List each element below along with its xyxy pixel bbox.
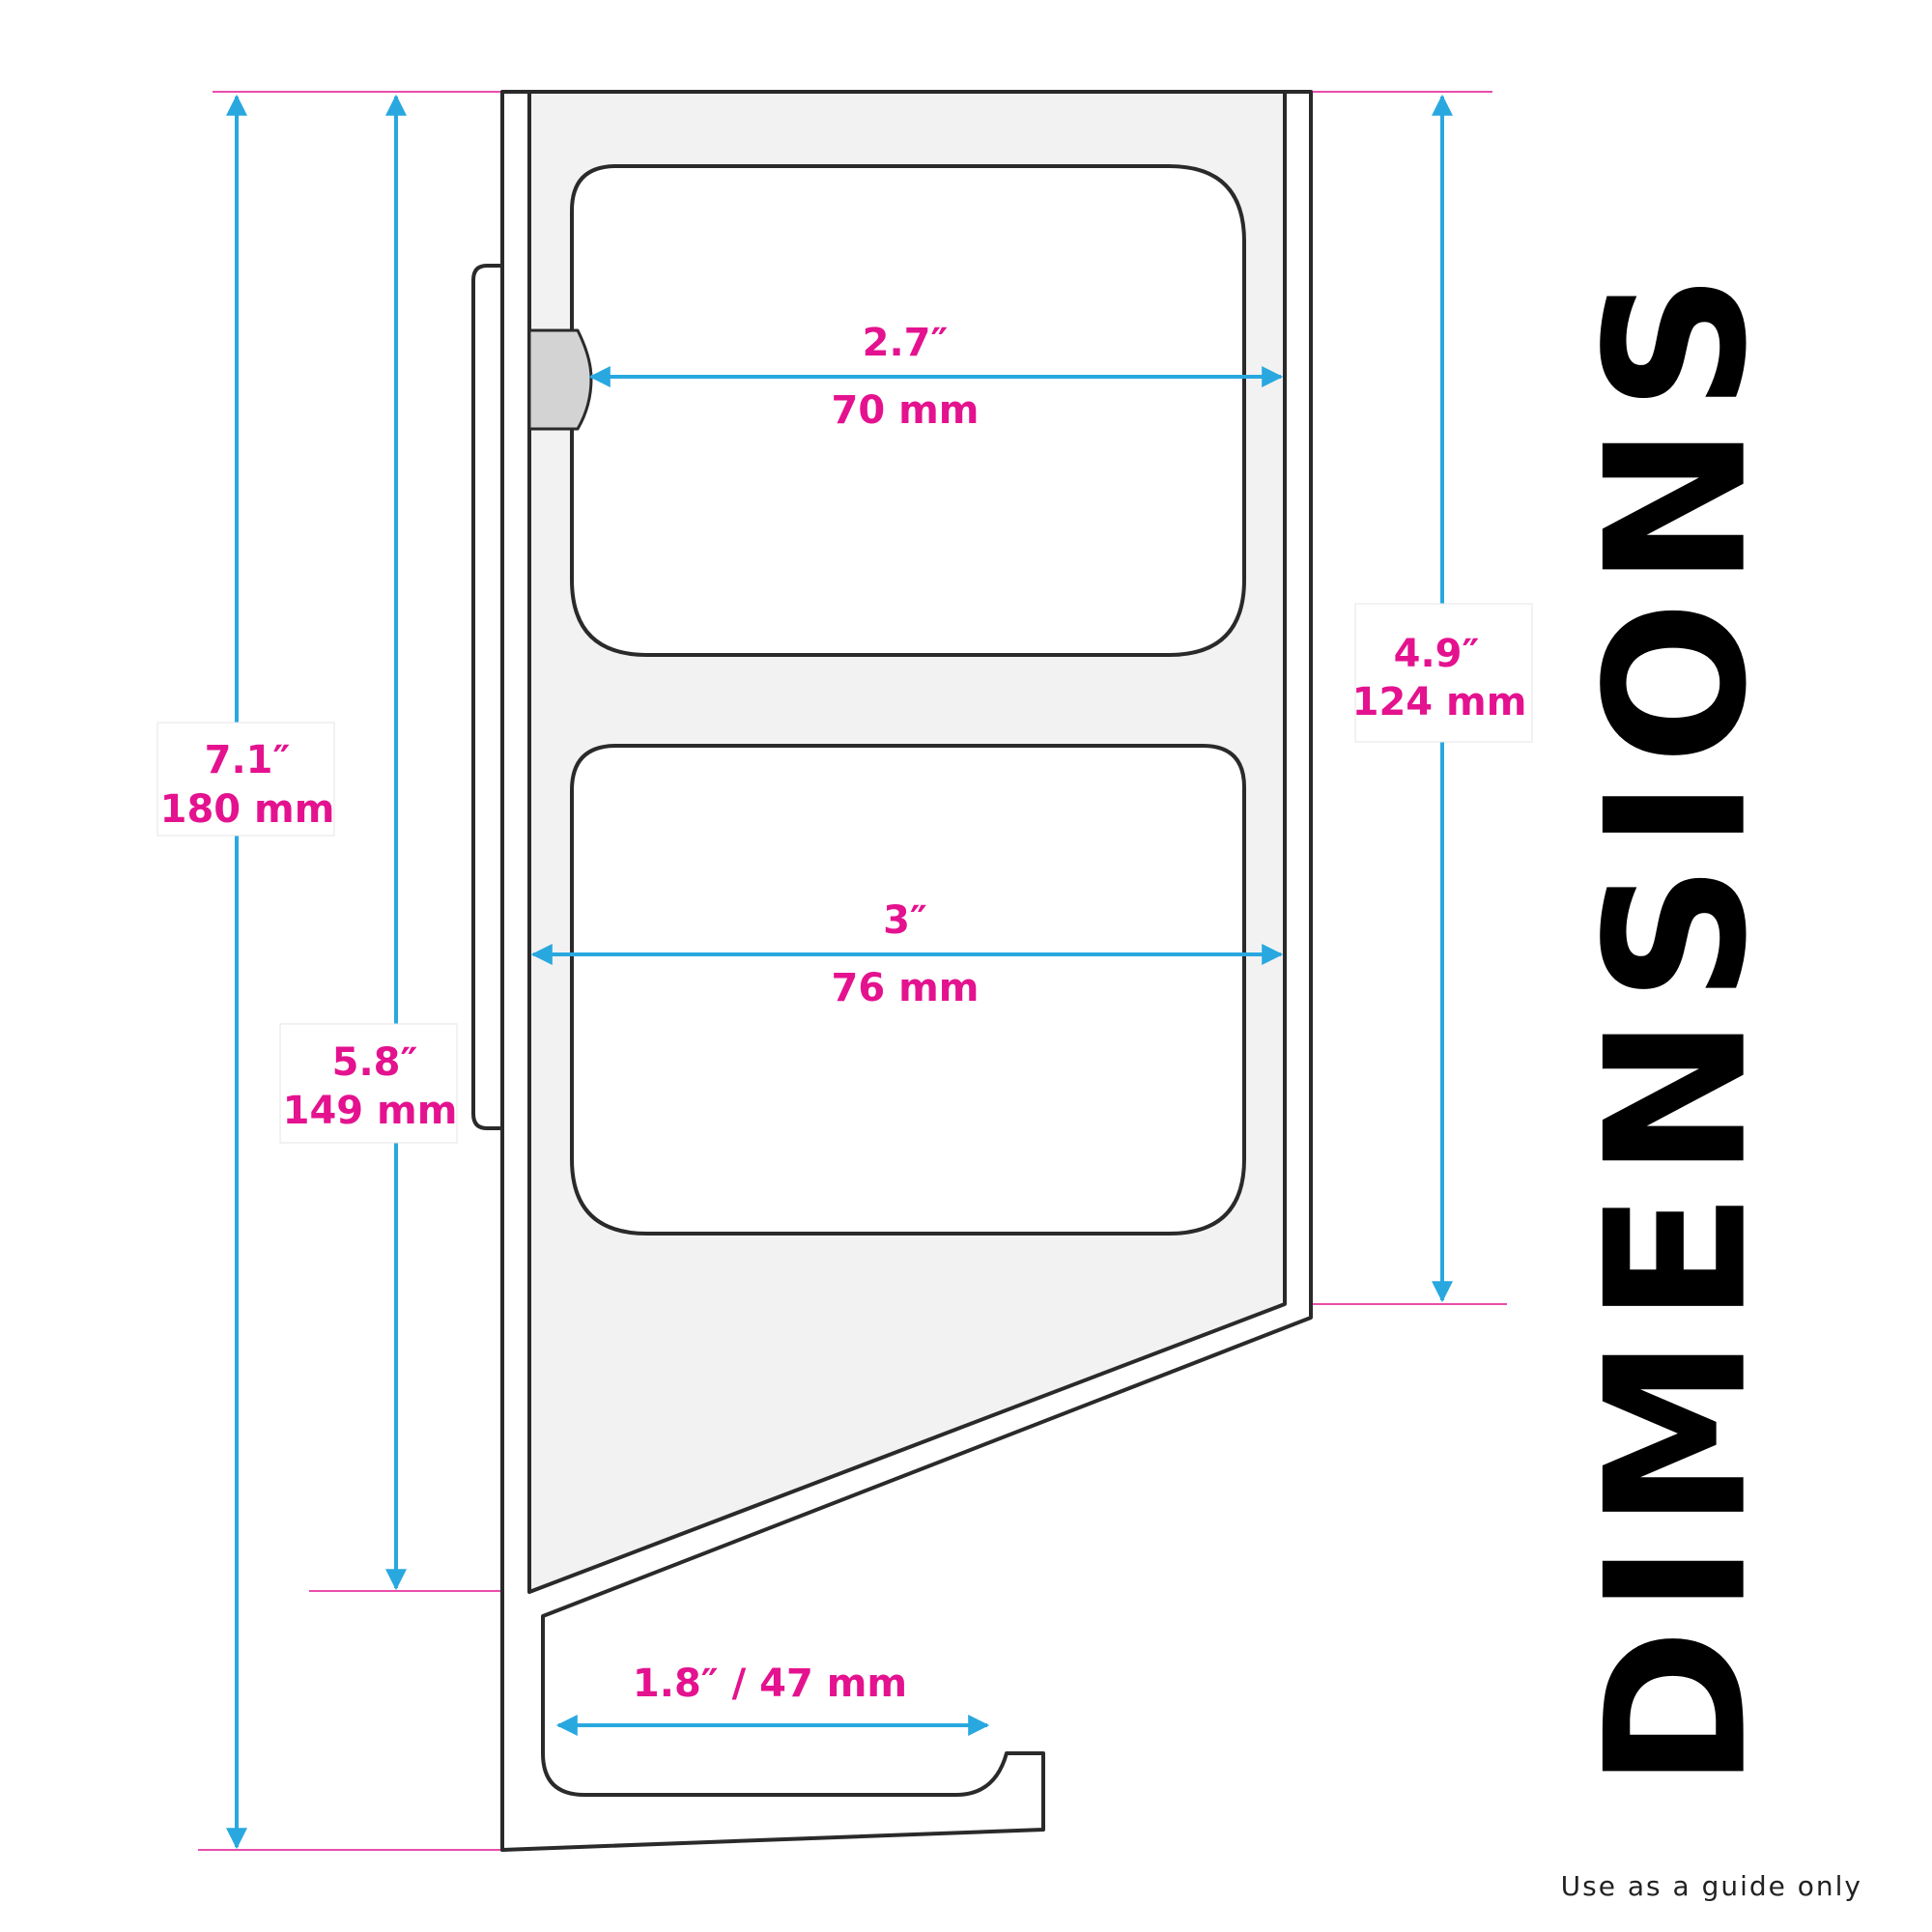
hook-height-inch: 5.8″	[332, 1040, 418, 1085]
total-height-inch: 7.1″	[205, 738, 291, 782]
face-height-mm: 124 mm	[1352, 680, 1527, 724]
upper-label-window	[570, 164, 1246, 657]
total-height-label-bg	[156, 722, 335, 837]
hook-height-label-bg	[279, 1023, 458, 1144]
hook-height-mm: 149 mm	[283, 1089, 458, 1133]
face-height-label-bg	[1354, 603, 1533, 743]
middle-width-inch: 3″	[883, 898, 927, 943]
guide-note: Use as a guide only	[1561, 1870, 1862, 1902]
total-height-mm: 180 mm	[160, 787, 335, 832]
face-height-inch: 4.9″	[1394, 632, 1480, 676]
hook-width-label: 1.8″ / 47 mm	[633, 1662, 907, 1706]
dimension-labels: 7.1″ 180 mm 5.8″ 149 mm 4.9″ 124 mm 2.7″…	[160, 321, 1527, 1706]
back-clip	[471, 264, 502, 1130]
lower-label-window	[570, 744, 1246, 1236]
label-backgrounds	[156, 603, 1533, 1144]
top-width-mm: 70 mm	[832, 388, 980, 433]
page-title: DIMENSIONS	[1565, 259, 1790, 1788]
middle-width-mm: 76 mm	[832, 966, 980, 1010]
label-holder-outline	[471, 90, 1313, 1852]
side-tab	[527, 328, 593, 431]
top-width-inch: 2.7″	[863, 321, 949, 365]
